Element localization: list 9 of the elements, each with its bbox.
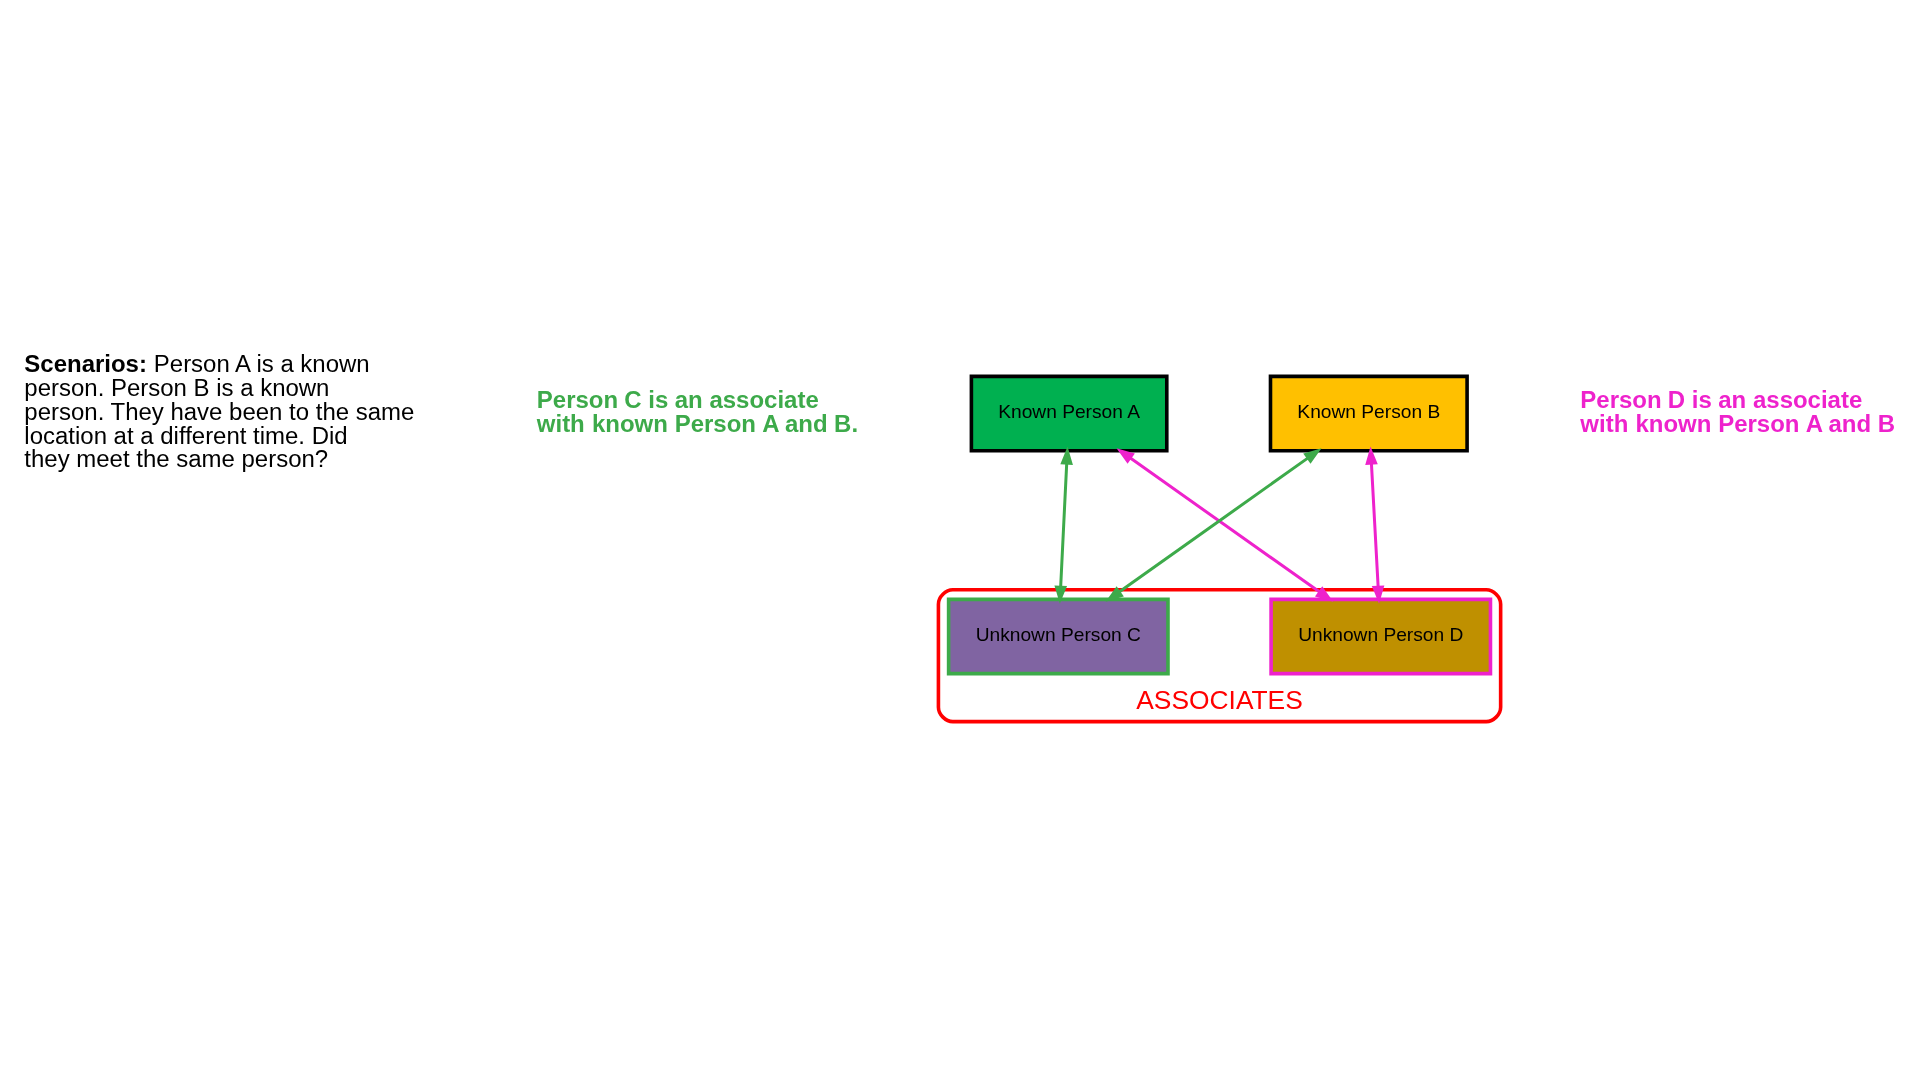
arrow [1054, 446, 1073, 604]
node-box: Unknown Person C [946, 597, 1170, 676]
node-box: Known Person A [969, 374, 1169, 453]
label: Person D is an associate with known Person A and B [1580, 385, 1895, 437]
label: Scenarios: Person A is a known person. Person B is a known person. They have been to the same location at a different time. Did they meet the same person? [24, 349, 415, 473]
arrow [1365, 446, 1385, 604]
label: Person C is an associate with known Person A and B. [536, 385, 859, 437]
node-box: Known Person B [1268, 374, 1469, 453]
node-box: Unknown Person D [1269, 597, 1493, 676]
